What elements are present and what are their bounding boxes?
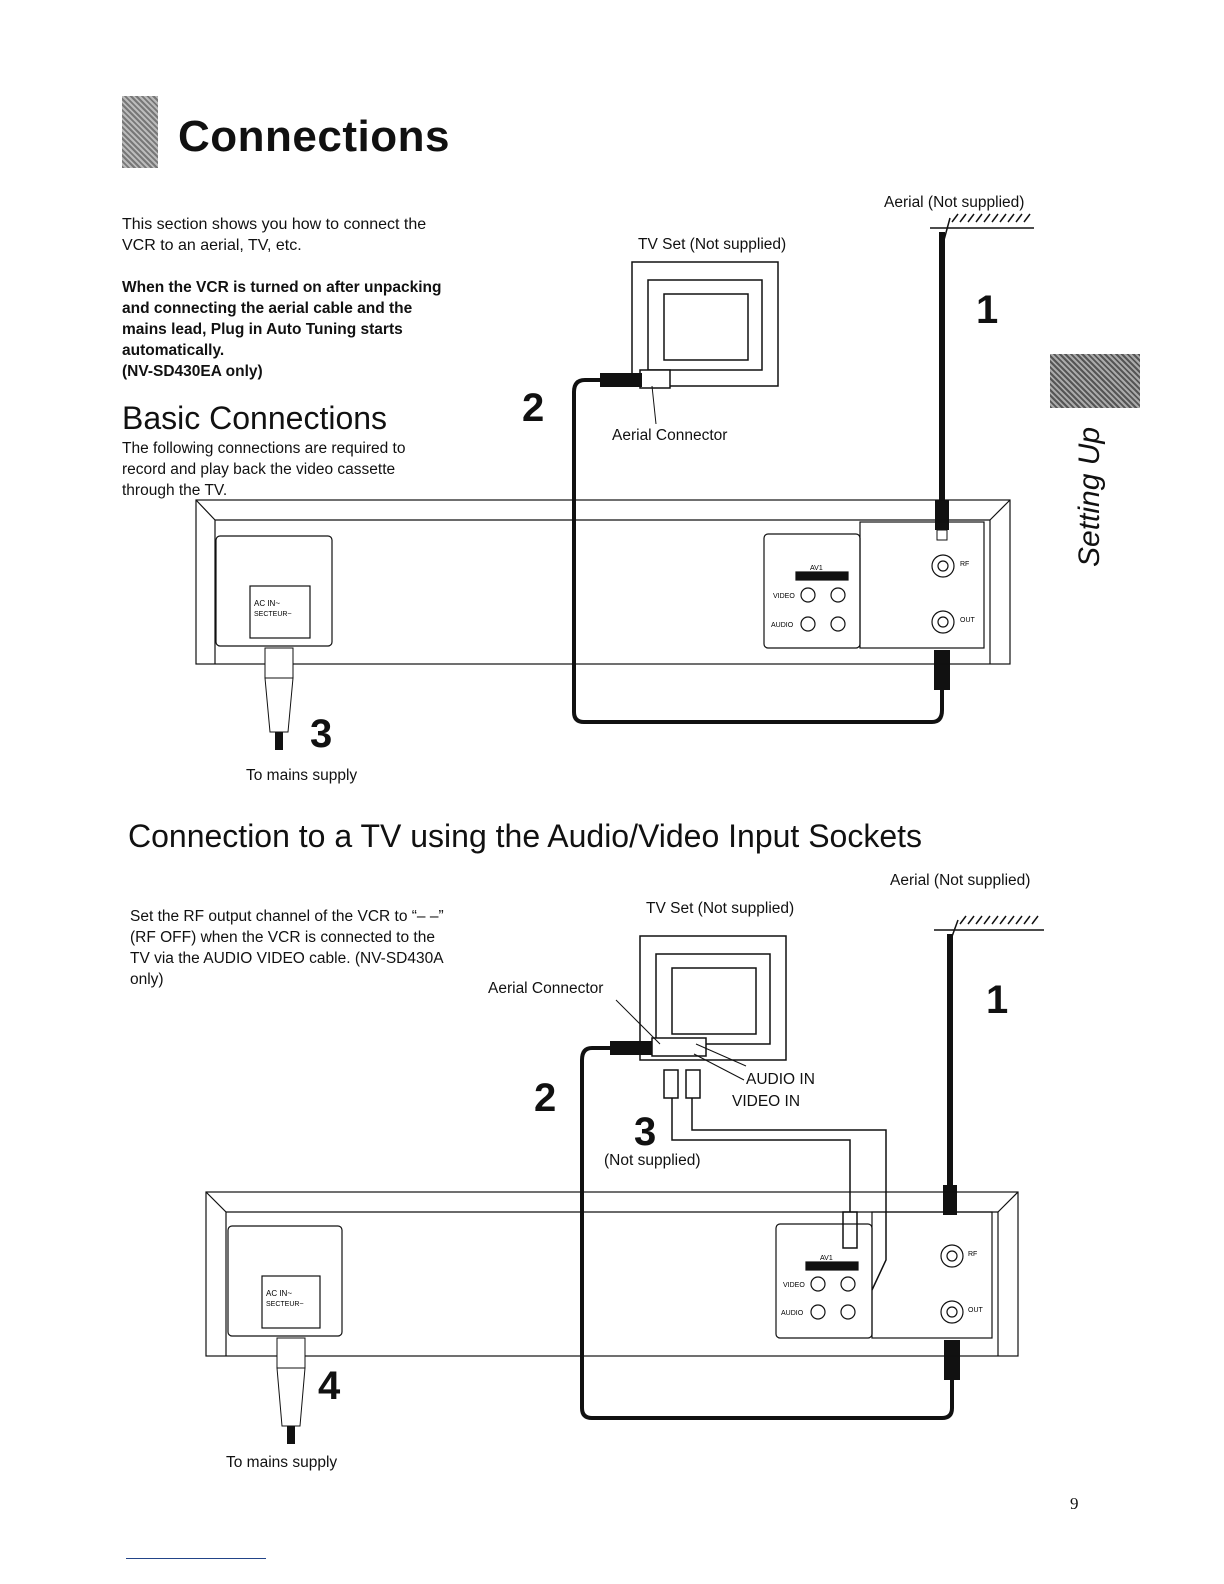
note-line: only) (130, 971, 164, 988)
mains-plug-icon-2 (276, 1337, 306, 1444)
note-line: automatically. (122, 342, 225, 359)
aerial-connector-label: Aerial Connector (612, 427, 728, 444)
tv-icon-2 (639, 935, 787, 1061)
tv-set-label: TV Set (Not supplied) (646, 900, 795, 917)
rf-label: RF (960, 561, 969, 568)
aerial-label: Aerial (Not supplied) (884, 194, 1025, 211)
note-line: (RF OFF) when the VCR is connected to th… (130, 929, 435, 946)
video-in-label: VIDEO IN (732, 1093, 801, 1110)
aerial-icon-1 (930, 213, 1034, 241)
intro-line: VCR to an aerial, TV, etc. (122, 237, 302, 254)
note-line: Set the RF output channel of the VCR to … (130, 908, 444, 925)
not-supplied-label: (Not supplied) (604, 1152, 701, 1169)
step-number: 4 (318, 1364, 341, 1408)
mains-plug-icon-1 (264, 647, 294, 750)
video-label: VIDEO (783, 1282, 805, 1289)
auto-tuning-note: When the VCR is turned on after unpackin… (122, 277, 502, 382)
audio-label: AUDIO (771, 622, 794, 629)
tv-set-label: TV Set (Not supplied) (638, 236, 787, 253)
secteur-label: SECTEUR~ (254, 611, 292, 618)
intro-line: This section shows you how to connect th… (122, 216, 427, 233)
page-title: Connections (178, 112, 450, 161)
step-number: 1 (986, 978, 1009, 1022)
ac-in-label: AC IN~ (254, 599, 280, 608)
page-number: 9 (1070, 1494, 1079, 1513)
tv-icon-1 (631, 261, 779, 389)
desc-line: through the TV. (122, 482, 228, 499)
basic-connections-desc: The following connections are required t… (122, 438, 462, 501)
av1-label: AV1 (820, 1255, 833, 1262)
video-label: VIDEO (773, 593, 795, 600)
desc-line: The following connections are required t… (122, 440, 406, 457)
step-number: 3 (634, 1110, 657, 1154)
audio-in-label: AUDIO IN (746, 1071, 815, 1088)
ac-in-label: AC IN~ (266, 1289, 292, 1298)
rf-output-note: Set the RF output channel of the VCR to … (130, 906, 500, 990)
av-connection-heading: Connection to a TV using the Audio/Video… (128, 818, 923, 854)
aerial-connector-label: Aerial Connector (488, 980, 604, 997)
mains-label: To mains supply (246, 767, 358, 784)
rf-out-label: OUT (960, 617, 976, 624)
note-line: mains lead, Plug in Auto Tuning starts (122, 321, 403, 338)
intro-text: This section shows you how to connect th… (122, 214, 482, 256)
step-number: 2 (534, 1076, 557, 1120)
note-line: TV via the AUDIO VIDEO cable. (NV-SD430A (130, 950, 444, 967)
vcr-rear-2 (205, 1191, 1019, 1357)
aerial-label: Aerial (Not supplied) (890, 872, 1031, 889)
rf-label: RF (968, 1251, 977, 1258)
av-cable (663, 1069, 887, 1291)
note-line: and connecting the aerial cable and the (122, 300, 413, 317)
av1-label: AV1 (810, 565, 823, 572)
title-marker (122, 96, 158, 168)
basic-connections-heading: Basic Connections (122, 400, 388, 436)
step-number: 1 (976, 288, 999, 332)
audio-label: AUDIO (781, 1310, 804, 1317)
section-tab (1050, 354, 1140, 408)
secteur-label: SECTEUR~ (266, 1301, 304, 1308)
mains-label: To mains supply (226, 1454, 338, 1471)
rf-out-label: OUT (968, 1307, 984, 1314)
step-number: 2 (522, 386, 545, 430)
step-number: 3 (310, 712, 333, 756)
note-line: (NV-SD430EA only) (122, 363, 263, 380)
desc-line: record and play back the video cassette (122, 461, 396, 478)
note-line: When the VCR is turned on after unpackin… (122, 279, 442, 296)
vcr-rear-1 (195, 499, 1011, 665)
divider (126, 1558, 266, 1559)
